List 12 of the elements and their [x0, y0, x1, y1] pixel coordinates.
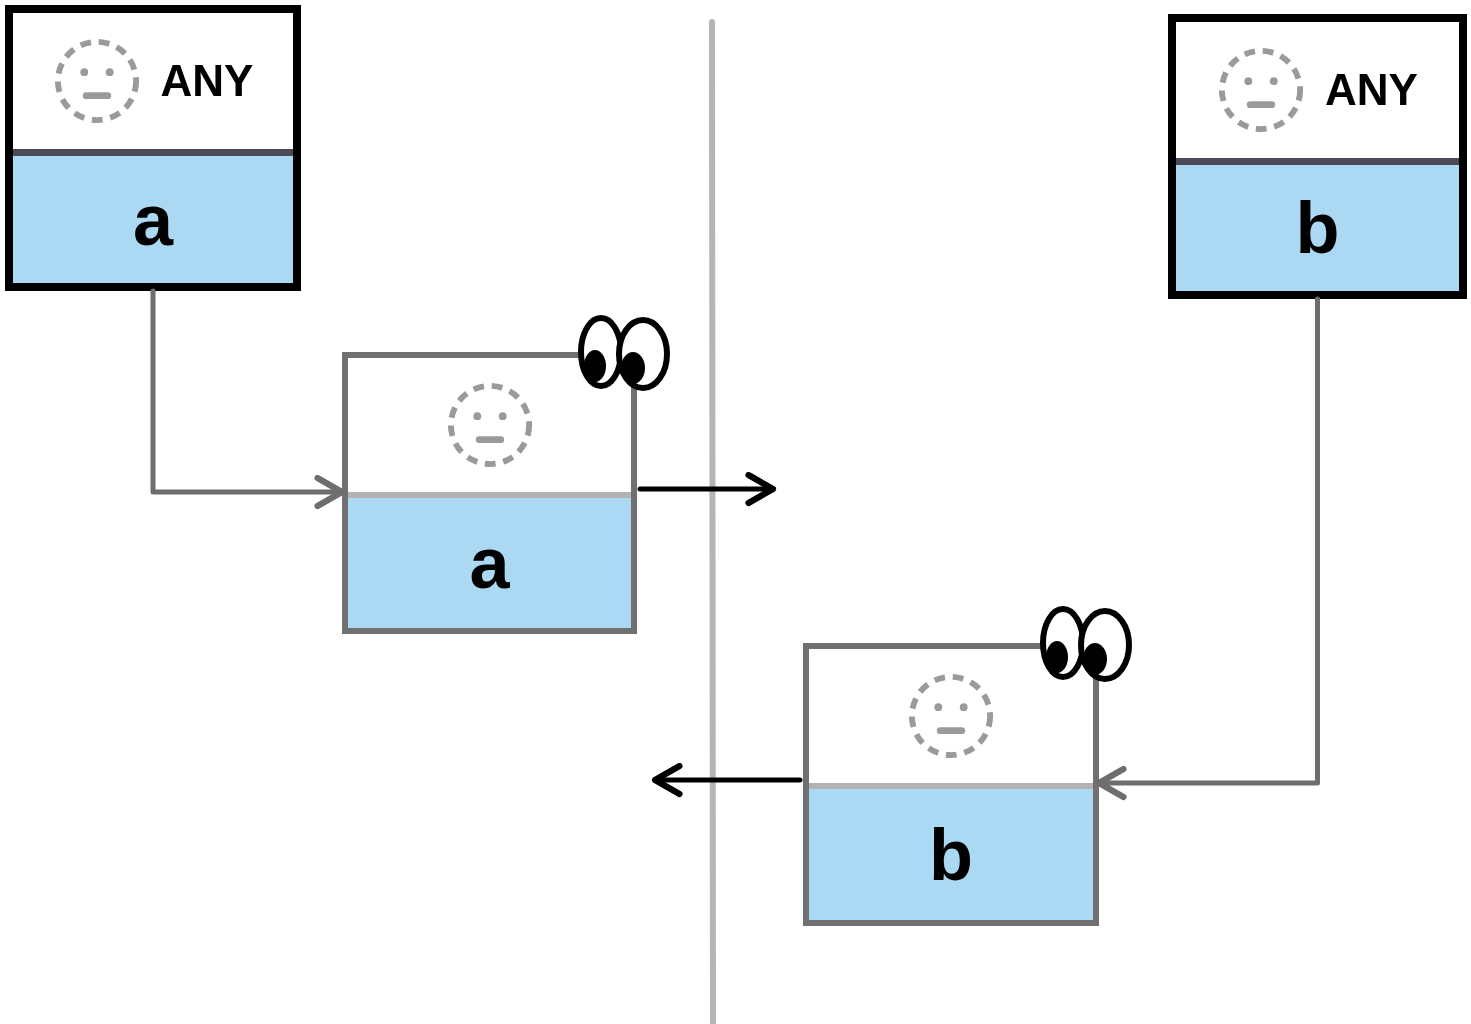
type-label: ANY: [160, 55, 254, 107]
value-label: b: [929, 818, 973, 891]
type-card: [5, 5, 301, 291]
type-card: [342, 352, 637, 634]
type-card: [1168, 14, 1467, 299]
type-card: [803, 643, 1099, 926]
arrow: [637, 471, 777, 507]
type-label: ANY: [1325, 64, 1418, 116]
value-label: a: [132, 183, 173, 256]
value-label: a: [469, 527, 510, 599]
arrow: [651, 762, 803, 798]
value-label: b: [1295, 192, 1340, 264]
